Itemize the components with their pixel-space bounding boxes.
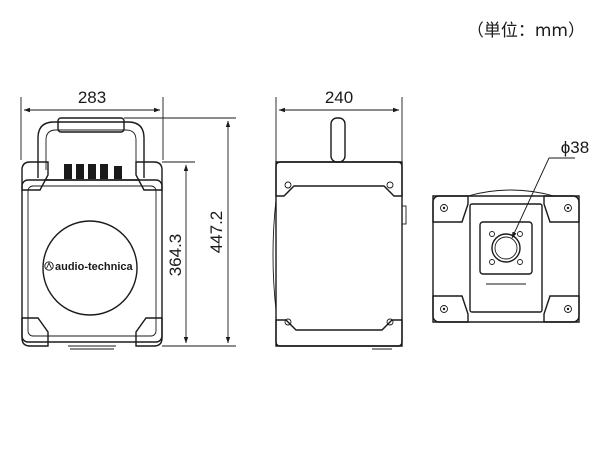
speaker-grille [42, 220, 138, 316]
bottom-panel [469, 203, 543, 313]
bottom-view: ϕ38 [432, 138, 589, 323]
brand-logo: audio-technica [44, 261, 134, 273]
front-bumper-bottom-right [135, 317, 163, 347]
side-body [275, 161, 403, 347]
handle-grip [57, 117, 125, 133]
unit-label: （単位：mm） [467, 21, 585, 41]
stand-socket [491, 233, 521, 263]
front-width-label: 283 [78, 88, 106, 107]
front-bumper-top-left [21, 161, 49, 191]
side-bumper-bottom [275, 319, 403, 347]
bottom-body [432, 195, 580, 323]
stand-plate [479, 221, 533, 275]
control-knobs [64, 164, 122, 179]
body-height-label: 364.3 [166, 234, 185, 277]
side-handle [330, 117, 346, 163]
side-view: 240 [272, 88, 407, 350]
feet [432, 195, 580, 323]
handle [37, 121, 145, 178]
diameter-label: ϕ38 [561, 138, 589, 157]
total-height-label: 447.2 [207, 211, 226, 254]
front-body [21, 179, 163, 343]
side-depth-label: 240 [325, 88, 353, 107]
front-bumper-top-right [135, 161, 163, 191]
front-view: 283 audio-technica [20, 88, 236, 350]
brand-text: audio-technica [55, 261, 134, 273]
side-bumper-top [275, 161, 403, 197]
front-bumper-bottom-left [21, 317, 49, 347]
